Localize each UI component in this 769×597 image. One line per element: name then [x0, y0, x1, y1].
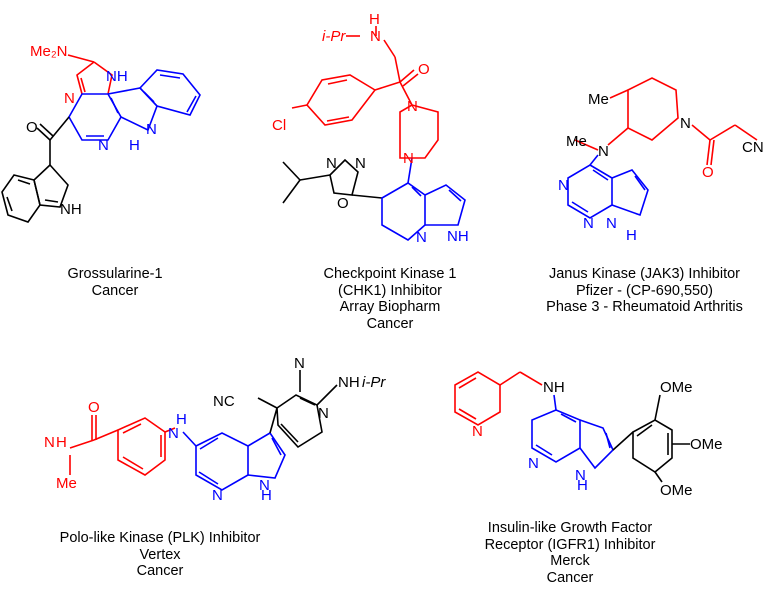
caption-line: Grossularine-1	[67, 266, 163, 282]
pyridine-n-label-plk: N	[212, 487, 223, 504]
azaindole-n-label: N	[416, 229, 427, 246]
pyrrole-n-label-plk: N	[259, 477, 270, 494]
structure-plk-inhibitor: O N H Me N H N N NH i-Pr NC N N H	[44, 355, 386, 504]
nitrile-label: CN	[742, 139, 764, 156]
amide-o-label-plk: O	[88, 399, 100, 416]
caption-line: Phase 3 - Rheumatoid Arthritis	[546, 299, 743, 315]
caption-line: Pfizer - (CP-690,550)	[576, 282, 713, 299]
methoxy-label-3: OMe	[660, 482, 693, 499]
pyrimidine-n2-label-plk: N	[318, 405, 329, 422]
pyridine-n-label: N	[98, 137, 109, 154]
piperazine-n-bottom-label: N	[403, 150, 414, 167]
isopropylamino-nh-label: NH	[338, 374, 360, 391]
caption-line: (CHK1) Inhibitor	[338, 282, 442, 299]
pyrrole-h-label-plk: H	[261, 487, 272, 504]
structure-jak3-inhibitor: Me Me N N CN O N N N H	[558, 77, 764, 244]
caption-line: Array Biopharm	[339, 299, 441, 315]
caption-plk-inhibitor: Polo-like Kinase (PLK) Inhibitor Vertex …	[40, 530, 280, 580]
azaindole-nh-label: NH	[447, 228, 469, 245]
imidazole-n-label: N	[64, 90, 75, 107]
link-n-label-plk: N	[168, 425, 179, 442]
carbazole-h-label: H	[129, 137, 140, 154]
carbazole-n-label: N	[146, 121, 157, 138]
oxadiazole-n1-label: N	[326, 155, 337, 172]
structure-igfr1-inhibitor: N NH N N H OMe OMe OMe	[454, 371, 723, 499]
structure-grossularine-1: Me₂N NH N N N H O NH	[1, 43, 201, 223]
amine-n-label: N	[370, 28, 381, 45]
nitrile-label-plk: NC	[213, 393, 235, 410]
amide-o-label-jak: O	[702, 164, 714, 181]
amide-methyl-label-plk: Me	[56, 475, 77, 492]
methoxy-label-1: OMe	[660, 379, 693, 396]
pyrimidine-n2-label: N	[583, 215, 594, 232]
azaindole-n-label-igfr: N	[528, 455, 539, 472]
caption-line: Janus Kinase (JAK3) Inhibitor	[548, 266, 740, 282]
oxadiazole-n2-label: N	[355, 155, 366, 172]
chloro-label: Cl	[272, 117, 286, 134]
caption-line: Merck	[550, 553, 590, 569]
amide-n-label-plk: N	[44, 434, 55, 451]
piperazine-n-top-label: N	[407, 98, 418, 115]
pyrrole-h-label-igfr: H	[577, 477, 588, 494]
piperidine-n-label: N	[680, 115, 691, 132]
n-methyl-label: Me	[566, 133, 587, 150]
amide-o-label: O	[418, 61, 430, 78]
structure-chk1-inhibitor: H i-Pr N O N N Cl N N O N NH	[272, 11, 469, 246]
amine-nh-label-igfr: NH	[543, 379, 565, 396]
pyridine-n-label-igfr: N	[472, 423, 483, 440]
isopropyl-label: i-Pr	[322, 28, 346, 45]
caption-line: Cancer	[136, 563, 184, 579]
isopropylamino-ipr-label: i-Pr	[362, 374, 386, 391]
caption-igfr1-inhibitor: Insulin-like Growth Factor Receptor (IGF…	[460, 520, 680, 586]
link-h-label-plk: H	[176, 411, 187, 428]
caption-line: Vertex	[139, 546, 181, 563]
caption-jak3-inhibitor: Janus Kinase (JAK3) Inhibitor Pfizer - (…	[520, 266, 769, 316]
caption-line: Checkpoint Kinase 1	[323, 266, 457, 282]
caption-grossularine-1: Grossularine-1 Cancer	[40, 266, 190, 299]
caption-chk1-inhibitor: Checkpoint Kinase 1 (CHK1) Inhibitor Arr…	[290, 266, 490, 332]
amide-h-label-plk: H	[56, 434, 67, 451]
amine-h-label: H	[369, 11, 380, 28]
caption-line: Cancer	[91, 282, 139, 299]
caption-line: Cancer	[546, 569, 594, 586]
ring-methyl-label: Me	[588, 91, 609, 108]
pyrrole-n-label-igfr: N	[575, 467, 586, 484]
oxadiazole-o-label: O	[337, 195, 349, 212]
pyrrole-n-label-jak: N	[606, 215, 617, 232]
pyrrole-h-label-jak: H	[626, 227, 637, 244]
indole-nh-label: NH	[60, 201, 82, 218]
caption-line: Receptor (IGFR1) Inhibitor	[484, 536, 656, 553]
pyrimidine-n1-label-plk: N	[294, 355, 305, 372]
caption-line: Cancer	[366, 315, 414, 332]
methoxy-label-2: OMe	[690, 436, 723, 453]
pyrimidine-n1-label: N	[558, 177, 569, 194]
dimethylamino-label: Me₂N	[30, 43, 68, 60]
imidazole-nh-label: NH	[106, 68, 128, 85]
caption-line: Polo-like Kinase (PLK) Inhibitor	[59, 530, 261, 546]
ketone-o-label: O	[26, 119, 38, 136]
caption-line: Insulin-like Growth Factor	[487, 520, 653, 536]
amine-n-label-jak: N	[598, 143, 609, 160]
